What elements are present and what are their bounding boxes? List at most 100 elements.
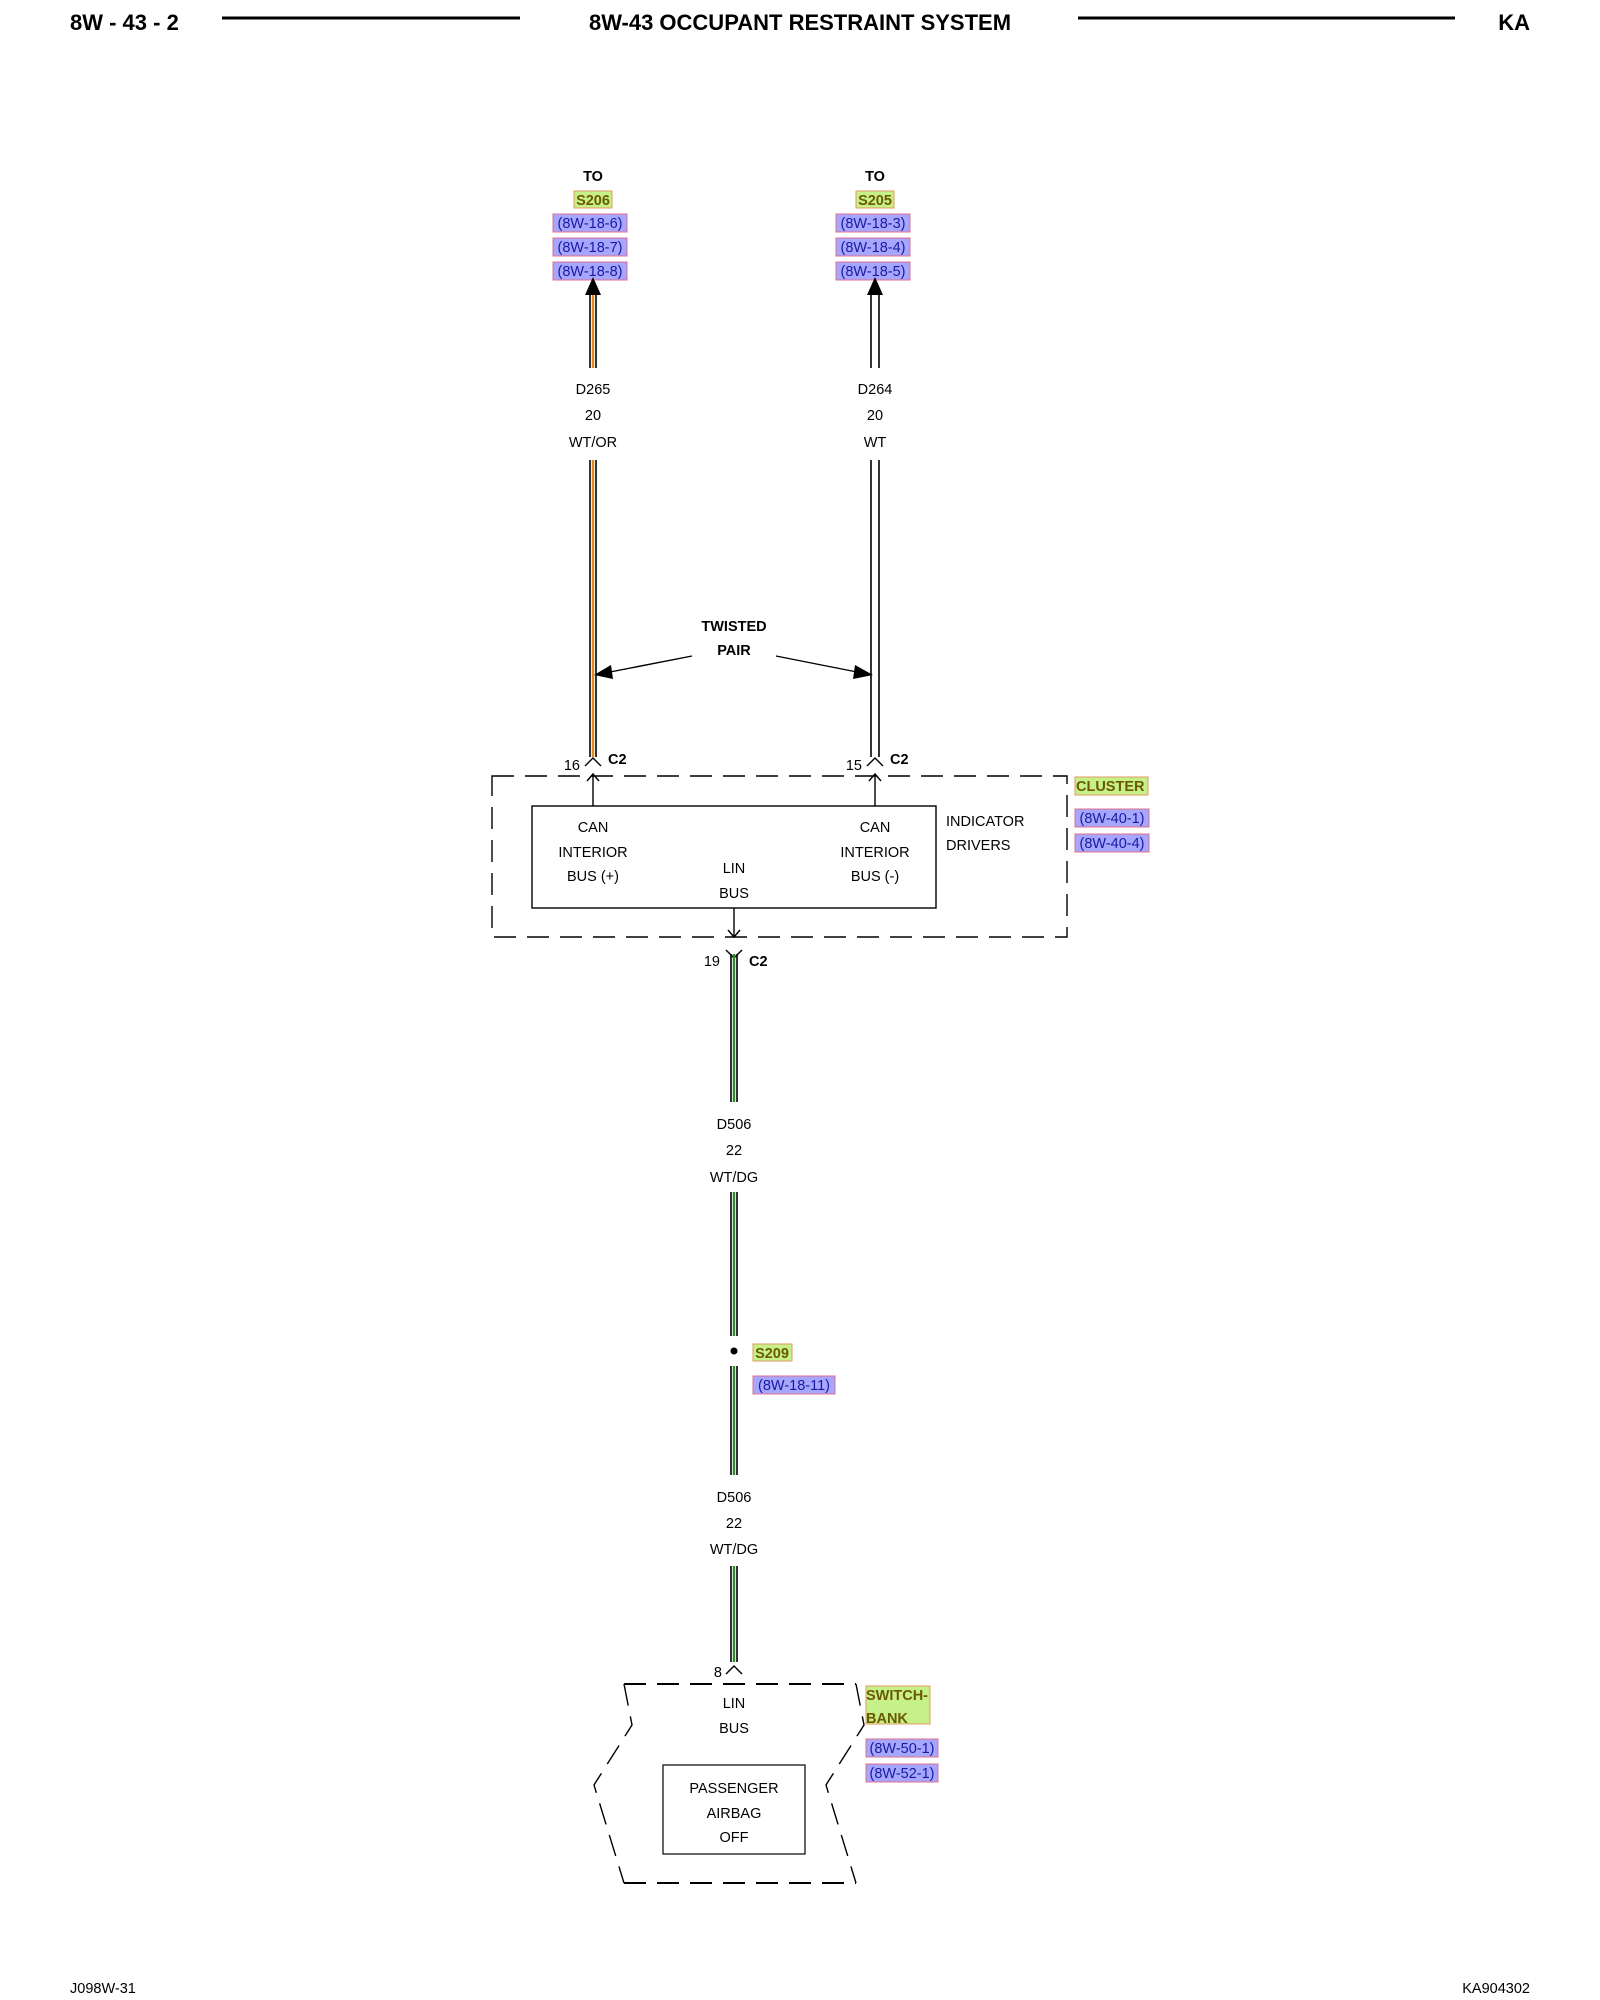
twisted-pair-label-2: PAIR	[717, 643, 751, 659]
pin-16-arrow-icon	[586, 772, 600, 782]
s209-ref-tag-bg	[752, 1375, 836, 1395]
wire-d264-upper	[870, 295, 880, 368]
s209-ref-link[interactable]: (8W-18-11)	[758, 1378, 830, 1394]
pin-19-number: 19	[704, 954, 720, 970]
right-ref-tag-bg-1	[835, 213, 911, 233]
indicator-drivers-line-2: DRIVERS	[946, 838, 1010, 854]
passenger-airbag-line-1: PASSENGER	[689, 1781, 778, 1797]
left-splice-link[interactable]: S206	[576, 193, 610, 209]
splice-s209-dot-icon	[730, 1347, 738, 1355]
can-minus-line-1: CAN	[860, 820, 891, 836]
left-ref-link-3[interactable]: (8W-18-8)	[558, 264, 623, 280]
twisted-pair-leader-left	[604, 655, 693, 674]
cluster-ref-link-1[interactable]: (8W-40-1)	[1080, 811, 1145, 827]
right-arrow-up-icon	[867, 277, 883, 295]
right-splice-tag-bg	[855, 190, 895, 209]
right-splice-link[interactable]: S205	[858, 193, 892, 209]
switch-bank-side-outline	[593, 1683, 865, 1884]
wire-d506-lower-circuit: D506	[717, 1490, 752, 1506]
right-ref-link-3[interactable]: (8W-18-5)	[841, 264, 906, 280]
passenger-airbag-off-indicator	[662, 1764, 806, 1855]
right-to-label: TO	[865, 169, 885, 185]
wire-d506-lower-color: WT/DG	[710, 1542, 758, 1558]
wire-d265-color: WT/OR	[569, 435, 617, 451]
pin-15-connector-label: C2	[890, 752, 909, 768]
cluster-lin-line-2: BUS	[719, 886, 749, 902]
wire-d265-lower	[589, 460, 597, 757]
cluster-module-outline	[491, 775, 1068, 938]
left-ref-link-1[interactable]: (8W-18-6)	[558, 216, 623, 232]
left-arrow-up-icon	[585, 277, 601, 295]
footer-left-code: J098W-31	[70, 1981, 136, 1997]
wire-d506-upper-gauge: 22	[726, 1143, 742, 1159]
left-ref-tag-bg-3	[552, 261, 628, 281]
page-title: 8W-43 OCCUPANT RESTRAINT SYSTEM	[589, 10, 1011, 35]
indicator-drivers-line-1: INDICATOR	[946, 814, 1024, 830]
pin-15-arrow-icon	[868, 772, 882, 782]
pin-19-arrow-icon	[727, 929, 741, 939]
twisted-pair-arrow-right-icon	[853, 665, 873, 679]
s209-tag-bg	[752, 1343, 793, 1362]
twisted-pair-arrow-left-icon	[594, 665, 613, 679]
pin-16-connector-label: C2	[608, 752, 627, 768]
right-ref-tag-bg-3	[835, 261, 911, 281]
pin-16-number: 16	[564, 758, 580, 774]
pin-19-connector-label: C2	[749, 954, 768, 970]
pin-8-number: 8	[714, 1665, 722, 1681]
footer-right-code: KA904302	[1462, 1981, 1530, 1997]
cluster-lin-line-1: LIN	[723, 861, 746, 877]
wire-d506-lower-gauge: 22	[726, 1516, 742, 1532]
wire-d265-upper	[589, 295, 597, 368]
twisted-pair-leader-right	[775, 655, 863, 674]
switch-bank-ref-link-1[interactable]: (8W-50-1)	[870, 1741, 935, 1757]
left-ref-link-2[interactable]: (8W-18-7)	[558, 240, 623, 256]
can-minus-line-3: BUS (-)	[851, 869, 899, 885]
pin-16-connector-icon	[584, 757, 602, 767]
model-code: KA	[1498, 10, 1530, 35]
left-splice-tag-bg	[573, 190, 613, 209]
page-code: 8W - 43 - 2	[70, 10, 179, 35]
right-ref-link-2[interactable]: (8W-18-4)	[841, 240, 906, 256]
right-ref-tag-bg-2	[835, 237, 911, 257]
switch-bank-ref-link-2[interactable]: (8W-52-1)	[870, 1766, 935, 1782]
can-plus-line-3: BUS (+)	[567, 869, 619, 885]
switch-bank-name-tag-bg	[865, 1685, 931, 1725]
wire-d506-upper-color: WT/DG	[710, 1170, 758, 1186]
switch-bank-ref-tag-bg-2	[865, 1763, 939, 1783]
twisted-pair-label-1: TWISTED	[701, 619, 766, 635]
wire-d506-lower-a	[730, 1366, 738, 1475]
pin-15-number: 15	[846, 758, 862, 774]
right-ref-link-1[interactable]: (8W-18-3)	[841, 216, 906, 232]
switch-lin-line-2: BUS	[719, 1721, 749, 1737]
switch-bank-ref-tag-bg-1	[865, 1738, 939, 1758]
wire-d264-lower	[870, 460, 880, 757]
switch-bank-name-line-1[interactable]: SWITCH-	[866, 1688, 928, 1704]
can-plus-line-2: INTERIOR	[558, 845, 627, 861]
can-minus-line-2: INTERIOR	[840, 845, 909, 861]
wire-d264-color: WT	[864, 435, 887, 451]
cluster-name-link[interactable]: CLUSTER	[1076, 779, 1145, 795]
cluster-ref-link-2[interactable]: (8W-40-4)	[1080, 836, 1145, 852]
wire-d265-gauge: 20	[585, 408, 601, 424]
cluster-name-tag-bg	[1074, 776, 1149, 796]
pin-15-connector-icon	[866, 757, 884, 767]
cluster-ref-tag-bg-1	[1074, 808, 1150, 828]
cluster-ref-tag-bg-2	[1074, 833, 1150, 853]
wire-d506-upper-circuit: D506	[717, 1117, 752, 1133]
wire-d264-gauge: 20	[867, 408, 883, 424]
wire-d265-circuit: D265	[576, 382, 611, 398]
wire-d264-circuit: D264	[858, 382, 893, 398]
wire-d506-upper-a	[730, 954, 738, 1102]
s209-link[interactable]: S209	[755, 1346, 789, 1362]
wire-d506-lower-b	[730, 1566, 738, 1662]
switch-lin-line-1: LIN	[723, 1696, 746, 1712]
passenger-airbag-line-2: AIRBAG	[707, 1806, 762, 1822]
left-to-label: TO	[583, 169, 603, 185]
pin-8-connector-icon	[725, 1665, 743, 1675]
switch-bank-name-line-2[interactable]: BANK	[866, 1711, 908, 1727]
can-plus-line-1: CAN	[578, 820, 609, 836]
left-ref-tag-bg-1	[552, 213, 628, 233]
left-ref-tag-bg-2	[552, 237, 628, 257]
wire-d506-upper-b	[730, 1192, 738, 1336]
